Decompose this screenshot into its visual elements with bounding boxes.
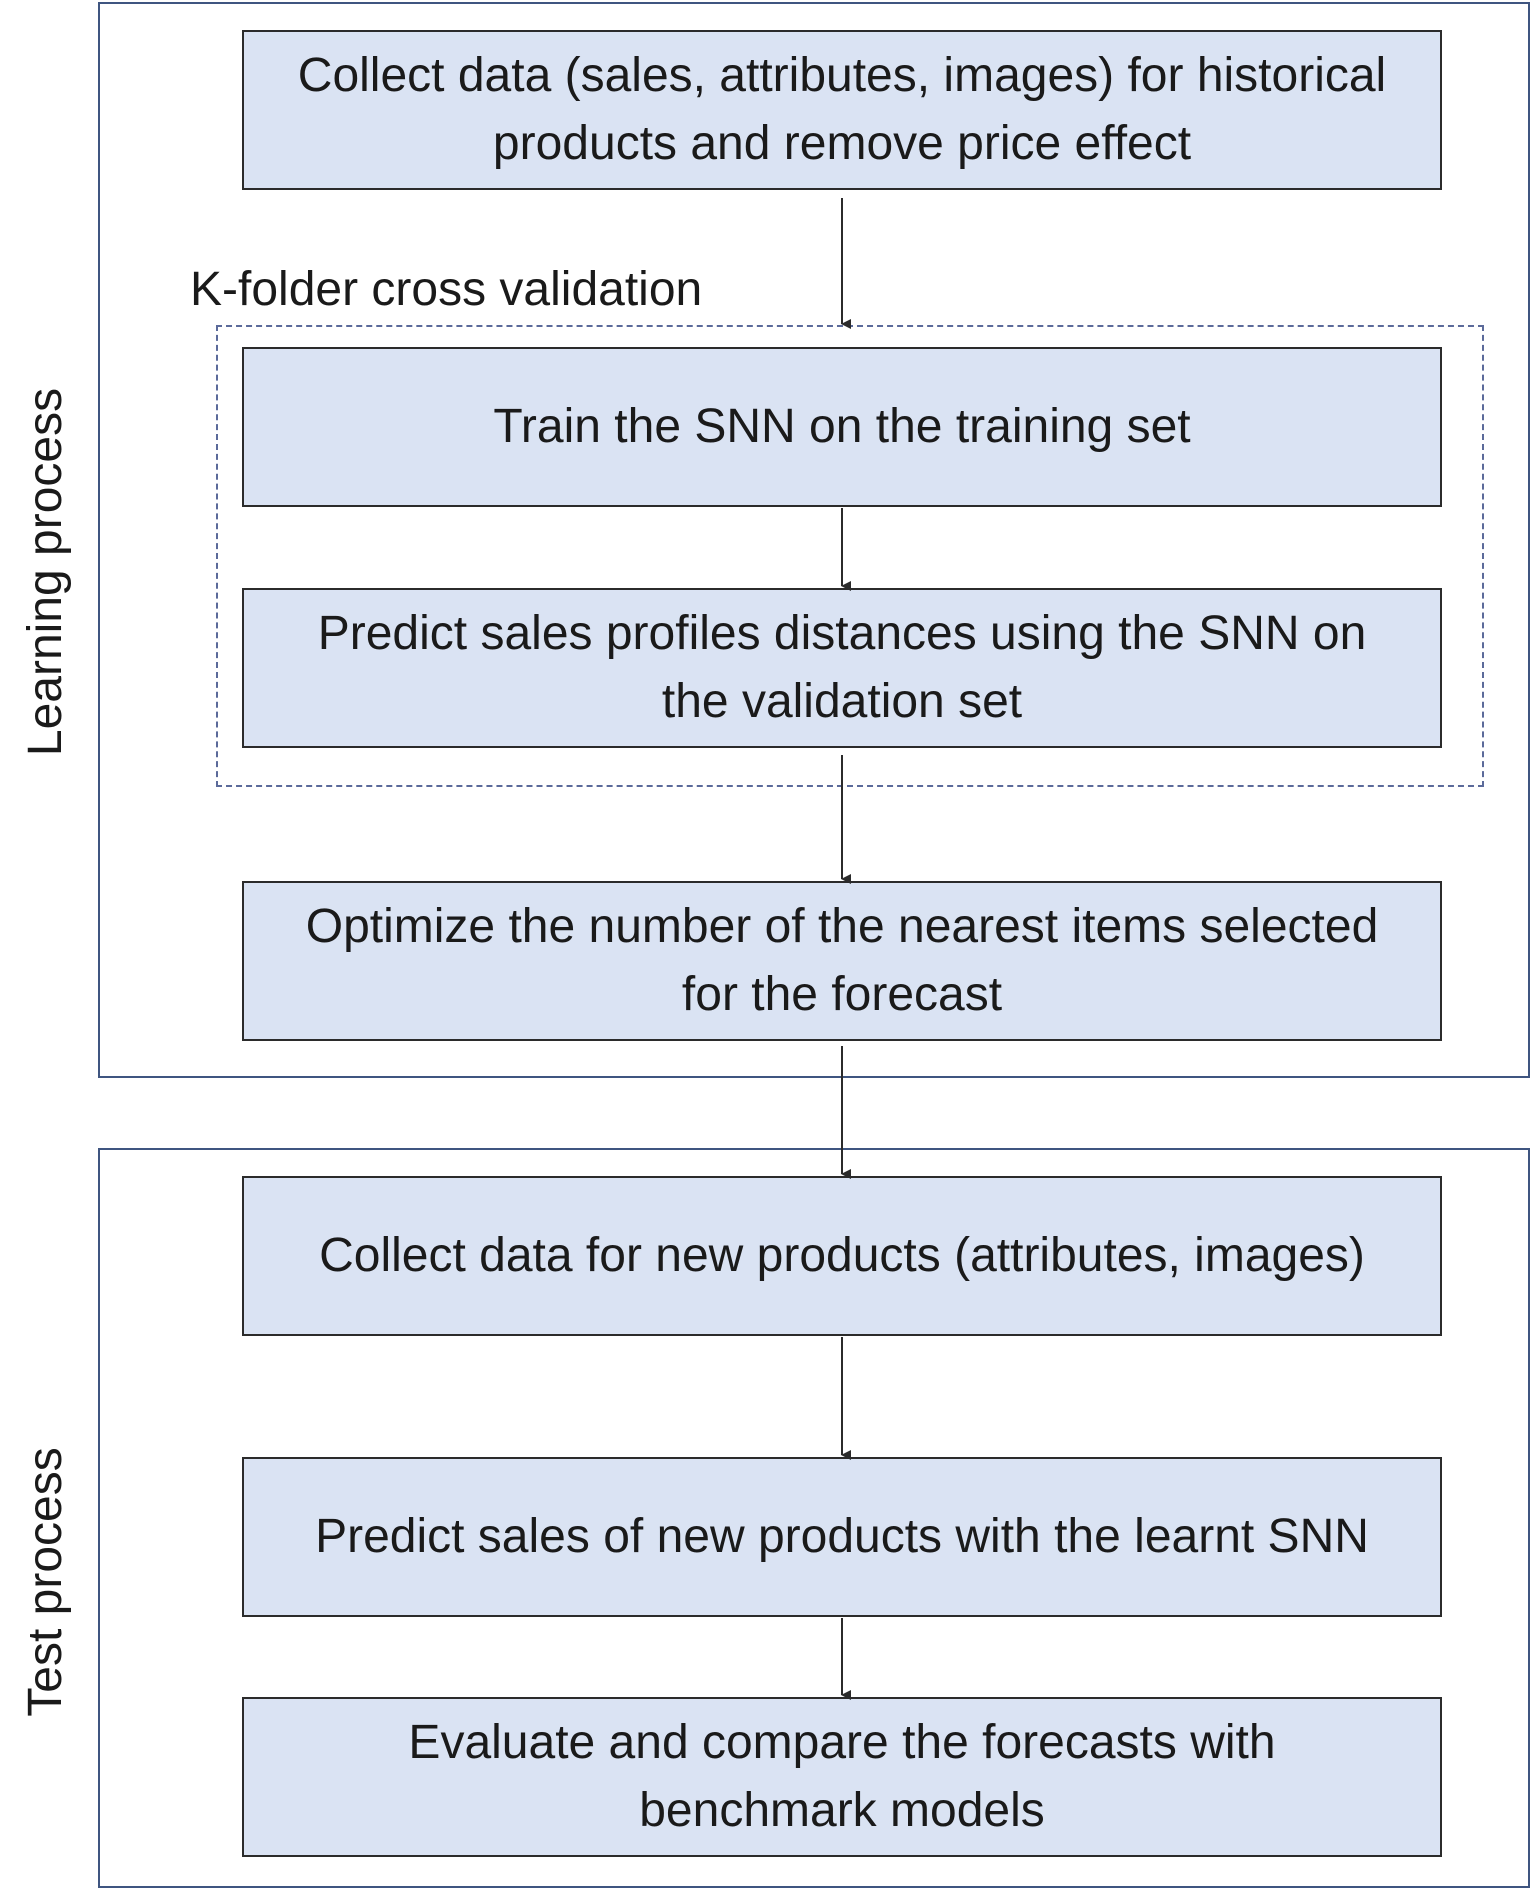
cross-validation-label: K-folder cross validation [190,263,703,316]
step-text-line: Train the SNN on the training set [493,400,1191,453]
step-text-line: Evaluate and compare the forecasts with [408,1716,1276,1769]
learning-process-label: Learning process [19,387,72,757]
step-text-line: for the forecast [681,968,1003,1021]
step-optimize-nearest-items: Optimize the number of the nearest items… [242,881,1442,1041]
step-predict-distances: Predict sales profiles distances using t… [242,588,1442,748]
step-train-snn: Train the SNN on the training set [242,347,1442,507]
step-text-line: Collect data for new products (attribute… [319,1229,1365,1282]
test-process-frame [98,1148,1530,1888]
step-predict-new-sales: Predict sales of new products with the l… [242,1457,1442,1617]
step-text-line: the validation set [661,675,1023,728]
step-text-line: products and remove price effect [492,117,1192,170]
step-text-line: Predict sales profiles distances using t… [317,607,1367,660]
step-text-line: benchmark models [639,1784,1045,1837]
learning-process-frame [98,2,1530,1078]
step-collect-historical-data: Collect data (sales, attributes, images)… [242,30,1442,190]
step-text-line: Collect data (sales, attributes, images)… [297,49,1387,102]
step-text-line: Optimize the number of the nearest items… [305,900,1379,953]
step-collect-new-data: Collect data for new products (attribute… [242,1176,1442,1336]
step-text-line: Predict sales of new products with the l… [315,1510,1369,1563]
test-process-label: Test process [19,1447,72,1717]
step-evaluate-forecasts: Evaluate and compare the forecasts with … [242,1697,1442,1857]
